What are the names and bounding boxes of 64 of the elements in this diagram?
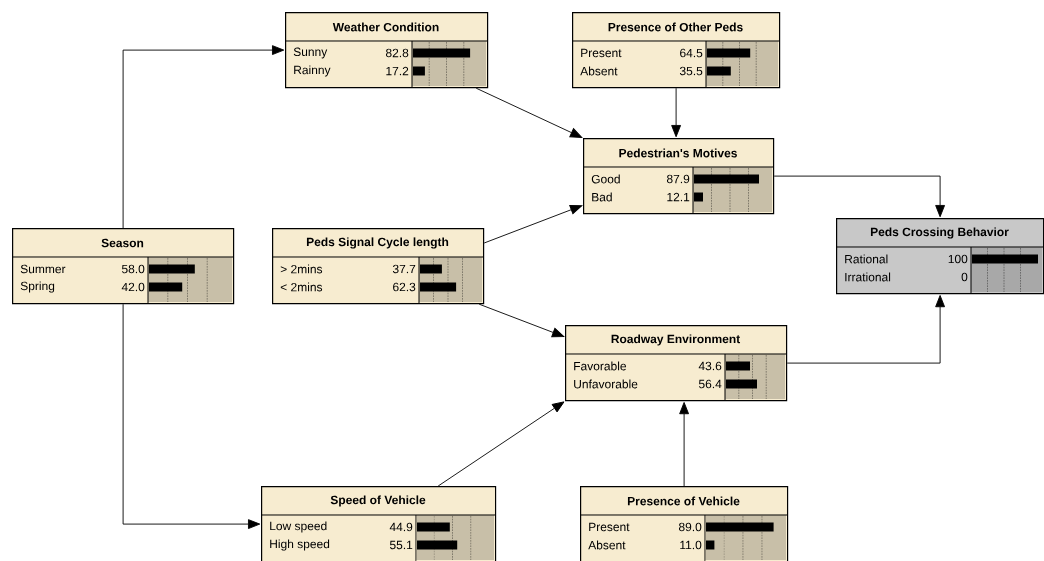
node-title: Presence of Vehicle (627, 496, 740, 506)
arrow (122, 45, 285, 229)
state-label: Present (589, 522, 630, 532)
probability-value: 89.0 (678, 522, 702, 532)
belief-node (835, 218, 1044, 295)
state-label: Spring (20, 281, 55, 293)
node-title: Peds Signal Cycle length (306, 237, 449, 249)
probability-value: 17.2 (386, 66, 409, 76)
state-label: Absent (588, 540, 626, 550)
probability-value: 58.0 (121, 264, 145, 274)
probability-value: 0 (961, 272, 968, 282)
belief-node (571, 12, 781, 89)
state-label: Sunny (293, 47, 328, 59)
arrow (786, 295, 945, 364)
probability-value: 42.0 (121, 282, 145, 292)
node-title: Presence of Other Peds (608, 22, 743, 32)
probability-value: 62.3 (393, 282, 416, 292)
state-label: Unfavorable (574, 379, 638, 389)
state-label: Rational (845, 254, 888, 264)
probability-value: 35.5 (679, 66, 703, 76)
state-label: Rainny (294, 65, 331, 77)
node-title: Roadway Environment (611, 334, 740, 346)
belief-node (11, 228, 235, 305)
node-title: Speed of Vehicle (330, 495, 426, 507)
node-title: Peds Crossing Behavior (870, 227, 1009, 239)
probability-value: 55.1 (389, 540, 413, 550)
node-title: Season (101, 238, 144, 248)
probability-value: 43.6 (698, 361, 722, 371)
state-label: Favorable (574, 361, 626, 371)
state-label: < 2mins (280, 282, 323, 292)
probability-value: 12.1 (667, 192, 690, 202)
belief-node (564, 325, 788, 402)
probability-value: 11.0 (680, 540, 702, 550)
belief-node (260, 486, 497, 561)
state-label: High speed (270, 539, 330, 551)
belief-node (579, 486, 789, 561)
probability-value: 44.9 (389, 522, 413, 532)
state-label: Bad (592, 192, 612, 202)
state-label: Good (591, 174, 620, 184)
probability-value: 56.4 (698, 379, 722, 389)
state-label: Present (581, 48, 622, 58)
state-label: Low speed (270, 521, 327, 533)
belief-node (271, 228, 485, 305)
node-title: Pedestrian's Motives (619, 148, 737, 158)
arrow (478, 303, 565, 338)
belief-node (284, 12, 489, 89)
probability-value: 87.9 (666, 174, 690, 184)
state-label: Summer (20, 264, 66, 274)
arrow (671, 87, 682, 138)
arrow (475, 87, 583, 138)
arrow (122, 303, 261, 529)
node-title: Weather Condition (332, 22, 439, 32)
arrow (483, 205, 583, 244)
probability-value: 37.7 (392, 264, 416, 274)
arrow (437, 401, 565, 487)
probability-value: 100 (948, 254, 968, 264)
probability-value: 82.8 (385, 48, 409, 58)
arrow (679, 402, 689, 487)
state-label: Absent (580, 66, 618, 76)
state-label: > 2mins (280, 264, 323, 274)
state-label: Irrational (845, 272, 891, 282)
arrow (773, 175, 945, 218)
probability-value: 64.5 (680, 48, 703, 58)
belief-node (582, 138, 775, 215)
